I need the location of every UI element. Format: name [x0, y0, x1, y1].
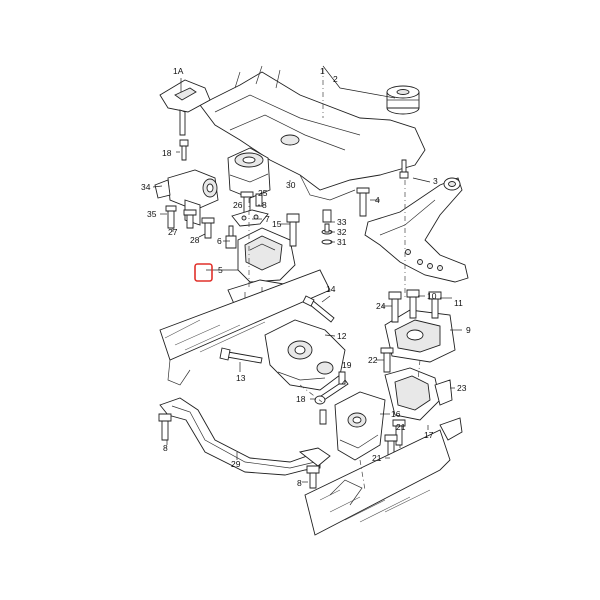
bolt-14 — [302, 295, 335, 323]
callout-17: 17 — [424, 430, 434, 440]
callout-22: 22 — [368, 355, 378, 365]
callout-8-upper: 8 — [262, 200, 267, 210]
bolt-3 — [399, 159, 409, 179]
callout-27: 27 — [168, 227, 178, 237]
callout-9: 9 — [466, 325, 471, 335]
right-chassis-member — [304, 417, 463, 536]
bracket-1a — [159, 79, 211, 136]
callout-32: 32 — [337, 227, 347, 237]
callout-11: 11 — [454, 298, 463, 308]
callout-30: 30 — [286, 180, 296, 190]
callout-1a: 1A — [173, 66, 184, 76]
callout-15: 15 — [272, 219, 282, 229]
rod-19 — [314, 371, 349, 425]
callout-21-upper: 21 — [396, 422, 406, 432]
callout-2: 2 — [333, 74, 338, 84]
callout-25: 25 — [258, 188, 268, 198]
pipe-29 — [159, 397, 331, 476]
callout-18-upper: 18 — [162, 148, 172, 158]
callout-3: 3 — [433, 176, 438, 186]
subframe-bush — [386, 85, 420, 115]
gearbox-mount — [227, 147, 271, 199]
callout-19: 19 — [342, 360, 352, 370]
callout-18-lower: 18 — [296, 394, 306, 404]
left-mount-assembly — [154, 169, 219, 226]
callout-8-bottom: 8 — [297, 478, 302, 488]
bracket-16 — [334, 391, 386, 461]
bolt-13 — [219, 347, 263, 364]
bolts-10-11-24 — [388, 289, 442, 323]
centre-lines — [248, 68, 421, 491]
bolt-22 — [380, 347, 394, 373]
callout-35: 35 — [147, 209, 157, 219]
callout-34: 34 — [141, 182, 151, 192]
callout-labels: 1A 1 2 3 4 5 6 7 8 8 8 9 10 11 12 13 14 … — [141, 66, 471, 488]
callout-13: 13 — [236, 373, 246, 383]
callout-6: 6 — [217, 236, 222, 246]
left-chassis-member — [159, 269, 331, 386]
callout-23: 23 — [457, 383, 467, 393]
callout-14: 14 — [326, 284, 336, 294]
bolts-8-lower — [158, 413, 320, 489]
bracket-plate — [231, 209, 269, 227]
callout-29: 29 — [231, 459, 241, 469]
callout-33: 33 — [337, 217, 347, 227]
callout-5: 5 — [218, 265, 223, 275]
callout-4: 4 — [375, 195, 380, 205]
gearbox-bracket-12 — [264, 319, 346, 391]
right-bracket-9 — [384, 309, 456, 363]
callout-26: 26 — [233, 200, 243, 210]
callout-12: 12 — [337, 331, 347, 341]
bolts-21 — [384, 419, 406, 459]
callout-10: 10 — [427, 291, 437, 301]
wishbone — [364, 177, 469, 283]
highlight-box — [194, 263, 213, 282]
bolt-18-upper — [179, 139, 189, 161]
callout-31: 31 — [337, 237, 347, 247]
callout-16: 16 — [391, 409, 401, 419]
callout-7: 7 — [265, 214, 270, 224]
engine-mount-5 — [225, 225, 296, 283]
callout-24: 24 — [376, 301, 386, 311]
bolt-4 — [356, 187, 370, 217]
small-bolts-left — [165, 191, 263, 239]
callout-28: 28 — [190, 235, 200, 245]
callout-21-lower: 21 — [372, 453, 382, 463]
callout-1: 1 — [320, 66, 325, 76]
callout-8-left: 8 — [163, 443, 168, 453]
bracket-17 — [384, 367, 453, 421]
bolts-15-33-32-31 — [286, 209, 333, 247]
